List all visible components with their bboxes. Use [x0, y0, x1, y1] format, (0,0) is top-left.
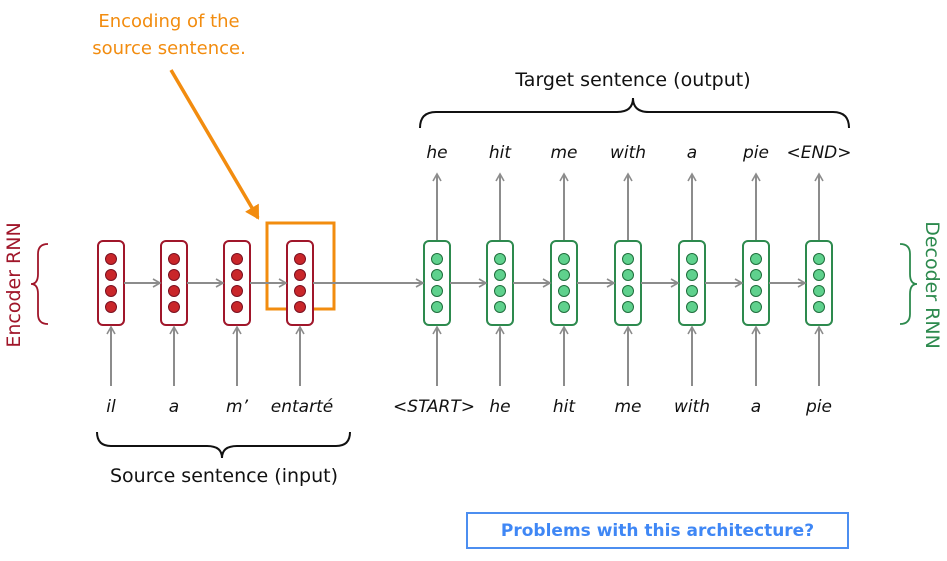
target-sentence-title: Target sentence (output) [514, 69, 750, 91]
decoder-cell [614, 240, 642, 326]
decoder-brace [899, 243, 918, 325]
output-word: <END> [786, 143, 851, 163]
encoder-cells [97, 240, 314, 326]
input-word: me [614, 397, 641, 417]
decoder-cell [742, 240, 770, 326]
problems-callout: Problems with this architecture? [466, 512, 849, 549]
input-word: he [489, 397, 510, 417]
decoder-cell [678, 240, 706, 326]
decoder-output-words: he hit me with a pie <END> [426, 143, 851, 163]
encoder-cell [160, 240, 188, 326]
output-word: me [550, 143, 577, 163]
output-word: he [426, 143, 447, 163]
encoder-rnn-label: Encoder RNN [3, 222, 25, 347]
output-word: with [610, 143, 646, 163]
source-words: il a m’ entarté [106, 397, 333, 417]
input-arrows [106, 325, 824, 386]
encoder-brace [30, 243, 49, 325]
source-word: m’ [226, 397, 249, 417]
encoder-cell [223, 240, 251, 326]
input-word: hit [553, 397, 576, 417]
output-word: pie [742, 143, 769, 163]
encoding-pointer-arrow [169, 69, 260, 220]
decoder-cell [423, 240, 451, 326]
input-word: <START> [393, 397, 475, 417]
output-arrows [432, 172, 824, 240]
decoder-cell [486, 240, 514, 326]
source-word: a [169, 397, 179, 417]
output-word: a [687, 143, 697, 163]
input-word: pie [805, 397, 832, 417]
decoder-input-words: <START> he hit me with a pie [393, 397, 832, 417]
target-brace [419, 97, 850, 129]
source-sentence-title: Source sentence (input) [110, 465, 338, 487]
source-brace [96, 431, 351, 459]
input-word: a [751, 397, 761, 417]
input-word: with [674, 397, 710, 417]
problems-text: Problems with this architecture? [500, 520, 815, 541]
encoding-note-line1: Encoding of the [98, 11, 239, 32]
output-word: hit [489, 143, 512, 163]
source-word: il [106, 397, 116, 417]
decoder-cell [550, 240, 578, 326]
encoder-cell [286, 240, 314, 326]
decoder-rnn-label: Decoder RNN [921, 221, 943, 349]
source-word: entarté [271, 397, 333, 417]
encoder-cell [97, 240, 125, 326]
decoder-cell [805, 240, 833, 326]
encoding-note-line2: source sentence. [92, 38, 246, 59]
